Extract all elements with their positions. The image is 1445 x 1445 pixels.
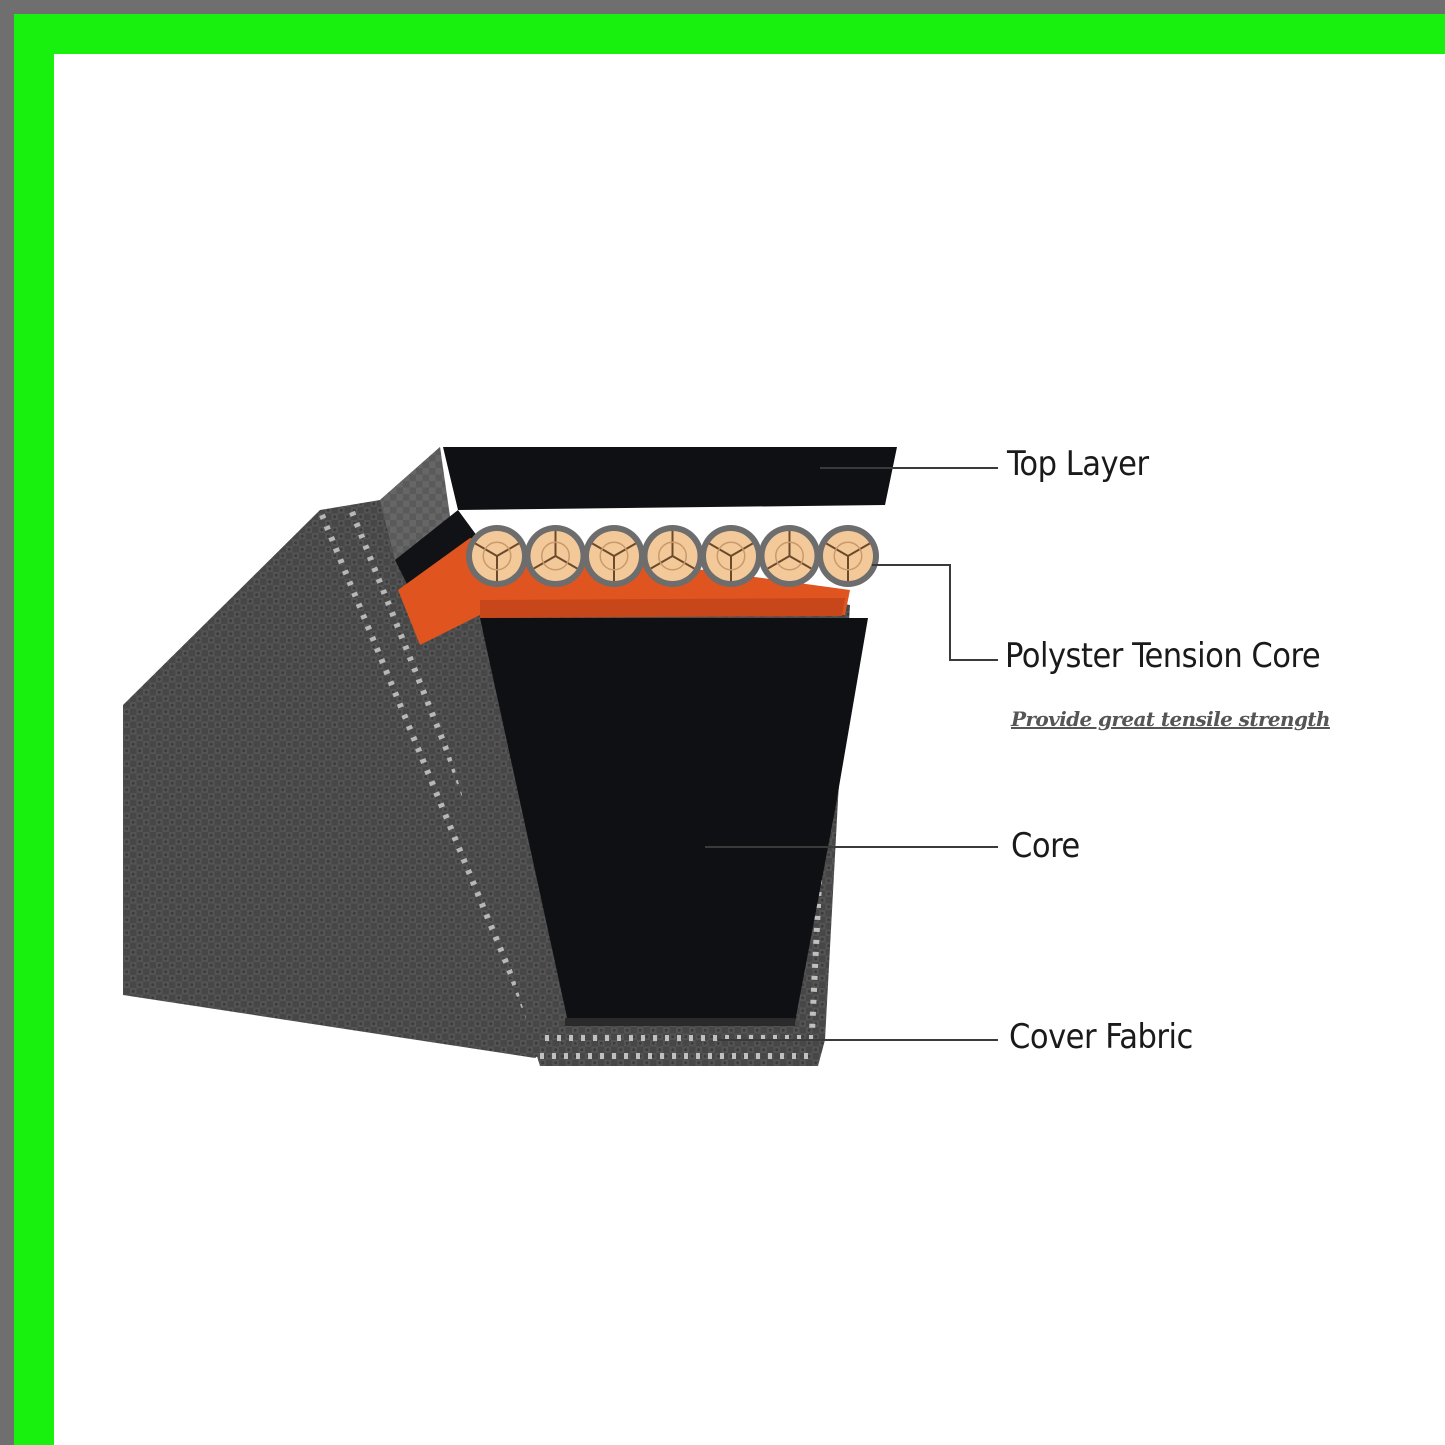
frame-accent-left: [14, 14, 54, 1445]
label-cover-fabric: Cover Fabric: [1009, 1017, 1193, 1057]
tension-cord: [758, 525, 821, 587]
top-layer: [443, 447, 897, 510]
tension-cord: [700, 525, 762, 587]
frame-top-edge: [0, 0, 1445, 14]
label-top-layer: Top Layer: [1007, 444, 1149, 484]
tension-cords: [466, 525, 879, 587]
top-layer-lip: [395, 510, 480, 590]
core-rubber: [480, 618, 868, 1022]
label-tension-core-note: Provide great tensile strength: [1011, 707, 1331, 731]
label-core: Core: [1011, 826, 1080, 866]
label-tension-core: Polyster Tension Core: [1005, 636, 1321, 676]
cushion-shadow: [480, 598, 845, 618]
core-bottom-edge: [565, 1018, 795, 1026]
tension-cord: [466, 525, 528, 587]
tension-cord: [583, 525, 645, 587]
leader-tension-core: [872, 564, 998, 661]
frame-accent-top: [14, 14, 1445, 54]
tension-cord: [641, 525, 704, 587]
tension-cord: [817, 525, 879, 587]
frame-left-edge: [0, 0, 14, 1445]
tension-cord: [524, 525, 587, 587]
